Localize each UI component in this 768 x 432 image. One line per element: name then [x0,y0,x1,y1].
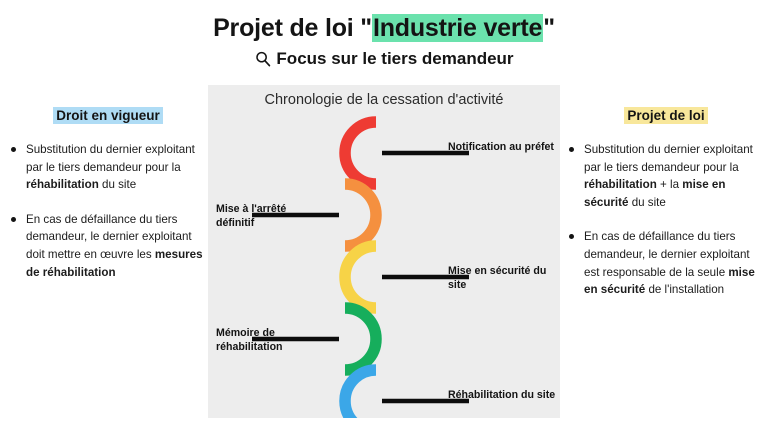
timeline-step-label: Mémoire de réhabilitation [216,327,283,354]
right-column-bullet-list: Substitution du dernier exploitant par l… [566,141,766,299]
timeline-arc [344,178,382,252]
left-bullet-text: réhabilitation [26,178,99,192]
right-bullet-item: Substitution du dernier exploitant par l… [566,141,766,211]
title-prefix: Projet de loi " [213,14,372,42]
right-bullet-text: réhabilitation [584,178,657,192]
timeline-panel: Chronologie de la cessation d'activité N… [208,85,560,418]
left-bullet-item: Substitution du dernier exploitant par l… [8,141,208,194]
right-bullet-item: En cas de défaillance du tiers demandeur… [566,228,766,298]
timeline-step-label: Notification au préfet [448,141,554,153]
page-header: Projet de loi "Industrie verte" Focus su… [0,0,768,69]
left-bullet-text: Substitution du dernier exploitant par l… [26,143,195,174]
right-bullet-text: mise en sécurité [584,265,755,297]
page-subtitle: Focus sur le tiers demandeur [276,48,514,68]
left-bullet-text: mesures de réhabilitation [26,248,203,279]
timeline-step-label: Mise à l'arrêté définitif [216,203,287,230]
timeline-arc [344,302,382,376]
title-suffix: " [543,14,555,42]
right-bullet-text: mise en sécurité [584,178,726,209]
right-bullet-text: du site [628,195,666,209]
timeline-snake-graphic [252,116,469,418]
right-bullet-text: Substitution du dernier exploitant par l… [584,143,753,174]
right-bullet-text: En cas de défaillance du tiers demandeur… [584,230,750,279]
timeline-step-label: Mise en sécurité du site [448,265,547,292]
left-bullet-text: du site [98,178,137,192]
subtitle-row: Focus sur le tiers demandeur [0,49,768,69]
timeline-step-label: Réhabilitation du site [448,389,556,401]
right-column-heading-label: Projet de loi [624,107,708,124]
right-bullet-text: de l'installation [645,283,725,297]
timeline-arc [339,116,377,190]
right-bullet-text: + la [656,178,683,192]
left-bullet-text: En cas de défaillance du tiers demandeur… [26,212,192,262]
magnifier-icon [256,51,271,67]
left-column-bullet-list: Substitution du dernier exploitant par l… [8,141,208,281]
right-column: Projet de loi Substitution du dernier ex… [566,107,766,316]
left-bullet-item: En cas de défaillance du tiers demandeur… [8,211,208,281]
right-column-heading: Projet de loi [566,107,766,124]
left-column-heading-label: Droit en vigueur [53,107,163,124]
title-highlight: Industrie verte [371,14,544,42]
left-column: Droit en vigueur Substitution du dernier… [8,107,208,298]
left-column-heading: Droit en vigueur [8,107,208,124]
timeline-arc [339,364,377,418]
timeline-arc [339,240,377,314]
timeline-panel-title: Chronologie de la cessation d'activité [264,92,504,108]
page-title: Projet de loi "Industrie verte" [0,14,768,43]
